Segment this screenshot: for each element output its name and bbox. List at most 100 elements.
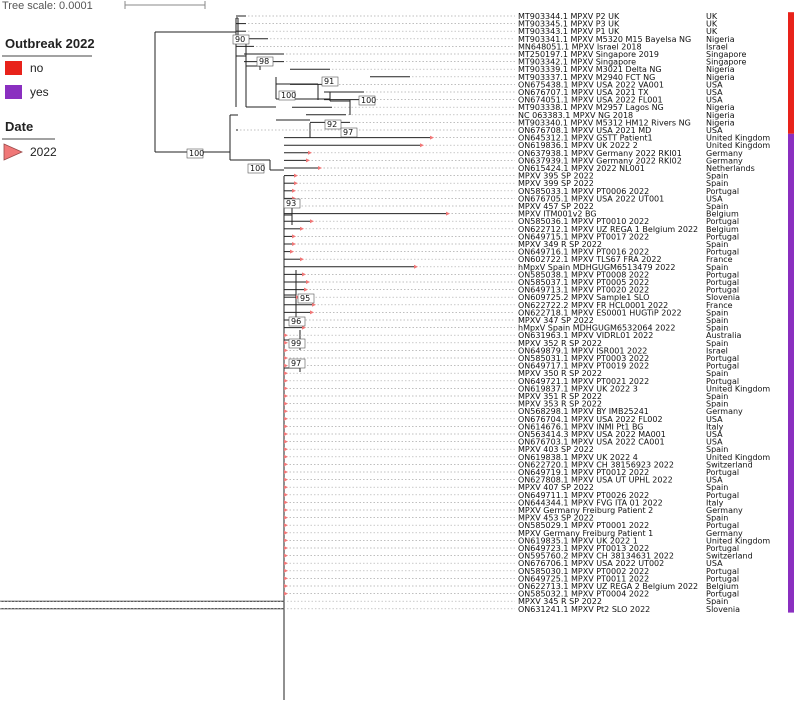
date-marker-44 [284,348,288,353]
tip-label-55: ON563414.3 MPXV USA 2022 MA001 [518,430,666,439]
date-marker-19 [306,158,310,163]
tip-label-12: MT903338.1 MPXV M2957 Lagos NG [518,103,664,112]
tip-country-74: Portugal [706,574,739,583]
outbreak-strip-yes [788,133,794,613]
tip-label-38: ON622722.2 MPXV FR HCL0001 2022 [518,301,668,310]
date-marker-67 [284,523,288,528]
tip-country-43: Spain [706,339,728,348]
date-marker-21 [294,173,298,178]
tip-country-28: Belgium [706,225,739,234]
tip-label-11: ON674051.1 MPXV USA 2022 FL001 [518,96,663,105]
tip-label-17: ON619836.1 MPXV UK 2022 2 [518,141,638,150]
date-marker-18 [308,150,312,155]
bootstrap-value-3: 100 [281,91,296,100]
tip-country-22: Spain [706,179,728,188]
tip-label-37: ON609725.2 MPXV Sample1 SLO [518,293,649,302]
legend-outbreak-title: Outbreak 2022 [5,36,95,51]
tip-country-18: Germany [706,149,743,158]
tip-country-15: USA [706,126,723,135]
outbreak-color-strip [788,12,794,613]
tip-label-43: MPXV 352 R SP 2022 [518,339,602,348]
date-marker-17 [420,143,424,148]
tip-label-53: ON676704.1 MPXV USA 2022 FL002 [518,415,663,424]
date-marker-71 [284,553,288,558]
tip-label-31: ON649716.1 MPXV PT0016 2022 [518,248,649,257]
tip-country-73: Portugal [706,567,739,576]
tip-country-39: Spain [706,308,728,317]
tip-country-68: Germany [706,529,743,538]
date-marker-34 [302,272,306,277]
bootstrap-box-10 [297,293,315,304]
bootstrap-value-8: 100 [250,164,265,173]
tip-country-51: Spain [706,400,728,409]
tip-country-40: Spain [706,316,728,325]
tip-country-50: Spain [706,392,728,401]
tip-label-9: ON675438.1 MPXV USA 2022 VA001 [518,80,664,89]
tip-country-25: Spain [706,202,728,211]
tip-label-8: MT903337.1 MPXV M2940 FCT NG [518,73,655,82]
tip-label-70: ON649723.1 MPXV PT0013 2022 [518,544,649,553]
tip-country-71: Switzerland [706,552,753,561]
tip-label-54: ON614676.1 MPXV INMI Pt1 BG [518,422,644,431]
tip-label-32: ON602722.1 MPXV TLS67 FRA 2022 [518,255,662,264]
tip-country-69: United Kingdom [706,536,770,545]
tip-label-60: ON649719.1 MPXV PT0012 2022 [518,468,649,477]
legend-label-yes: yes [30,85,49,99]
tip-label-3: MT903341.1 MPXV M5320 M15 Bayelsa NG [518,35,691,44]
tree-scale-label: Tree scale: 0.0001 [2,0,93,12]
tip-label-33: hMpxV Spain MDHGUGM6513479 2022 [518,263,675,272]
tip-label-76: ON585032.1 MPXV PT0004 2022 [518,590,649,599]
tip-label-36: ON649713.1 MPXV PT0020 2022 [518,286,649,295]
date-marker-76 [284,591,288,596]
tip-country-38: France [706,301,733,310]
tip-country-72: USA [706,559,723,568]
bootstrap-value-5: 92 [327,120,337,129]
tip-label-29: ON649715.1 MPXV PT0017 2022 [518,232,649,241]
bootstrap-box-1 [256,56,274,67]
bootstrap-box-2 [321,76,339,87]
date-marker-74 [284,576,288,581]
date-marker-65 [284,508,288,512]
tip-country-9: USA [706,80,723,89]
date-marker-16 [430,135,434,140]
date-marker-70 [284,546,288,550]
tip-label-48: ON649721.1 MPXV PT0021 2022 [518,377,649,386]
tip-label-73: ON585030.1 MPXV PT0002 2022 [518,567,649,576]
date-marker-50 [284,394,288,398]
date-marker-69 [284,538,288,543]
tip-country-58: United Kingdom [706,453,770,462]
date-marker-32 [300,257,304,262]
tip-label-21: MPXV 395 SP 2022 [518,172,594,181]
bootstrap-box-6 [340,127,358,138]
date-marker-75 [284,584,288,588]
date-marker-45 [284,356,288,360]
date-marker-48 [284,378,288,383]
tip-country-37: Slovenia [706,293,740,302]
tip-country-32: France [706,255,733,264]
country-labels: UKUKUKNigeriaIsraelSingaporeSingaporeNig… [706,12,770,614]
date-marker-58 [284,454,288,459]
date-marker-43 [284,340,288,345]
tip-country-63: Portugal [706,491,739,500]
bootstrap-value-0: 90 [235,35,245,44]
tip-country-24: USA [706,194,723,203]
tip-label-4: MN648051.1 MPXV Israel 2018 [518,42,642,51]
tip-label-71: ON595760.2 MPXV CH 38134631 2022 [518,552,674,561]
legend-label-no: no [30,61,44,75]
tip-label-16: ON645312.1 MPXV GSTT Patient1 [518,134,653,143]
bootstrap-box-9 [283,198,301,209]
tip-label-51: MPXV 353 R SP 2022 [518,400,602,409]
tip-label-15: ON676708.1 MPXV USA 2021 MD [518,126,651,135]
date-triangle-icon [3,143,23,161]
bootstrap-value-6: 97 [343,128,353,137]
tip-country-34: Portugal [706,270,739,279]
tip-label-34: ON585038.1 MPXV PT0008 2022 [518,270,649,279]
bootstrap-box-0 [232,34,250,45]
date-marker-38 [312,302,316,307]
bootstrap-value-11: 96 [291,317,301,326]
tip-label-7: MT903339.1 MPXV M3021 Delta NG [518,65,662,74]
tip-country-7: Nigeria [706,65,735,74]
tip-country-2: UK [706,27,718,36]
